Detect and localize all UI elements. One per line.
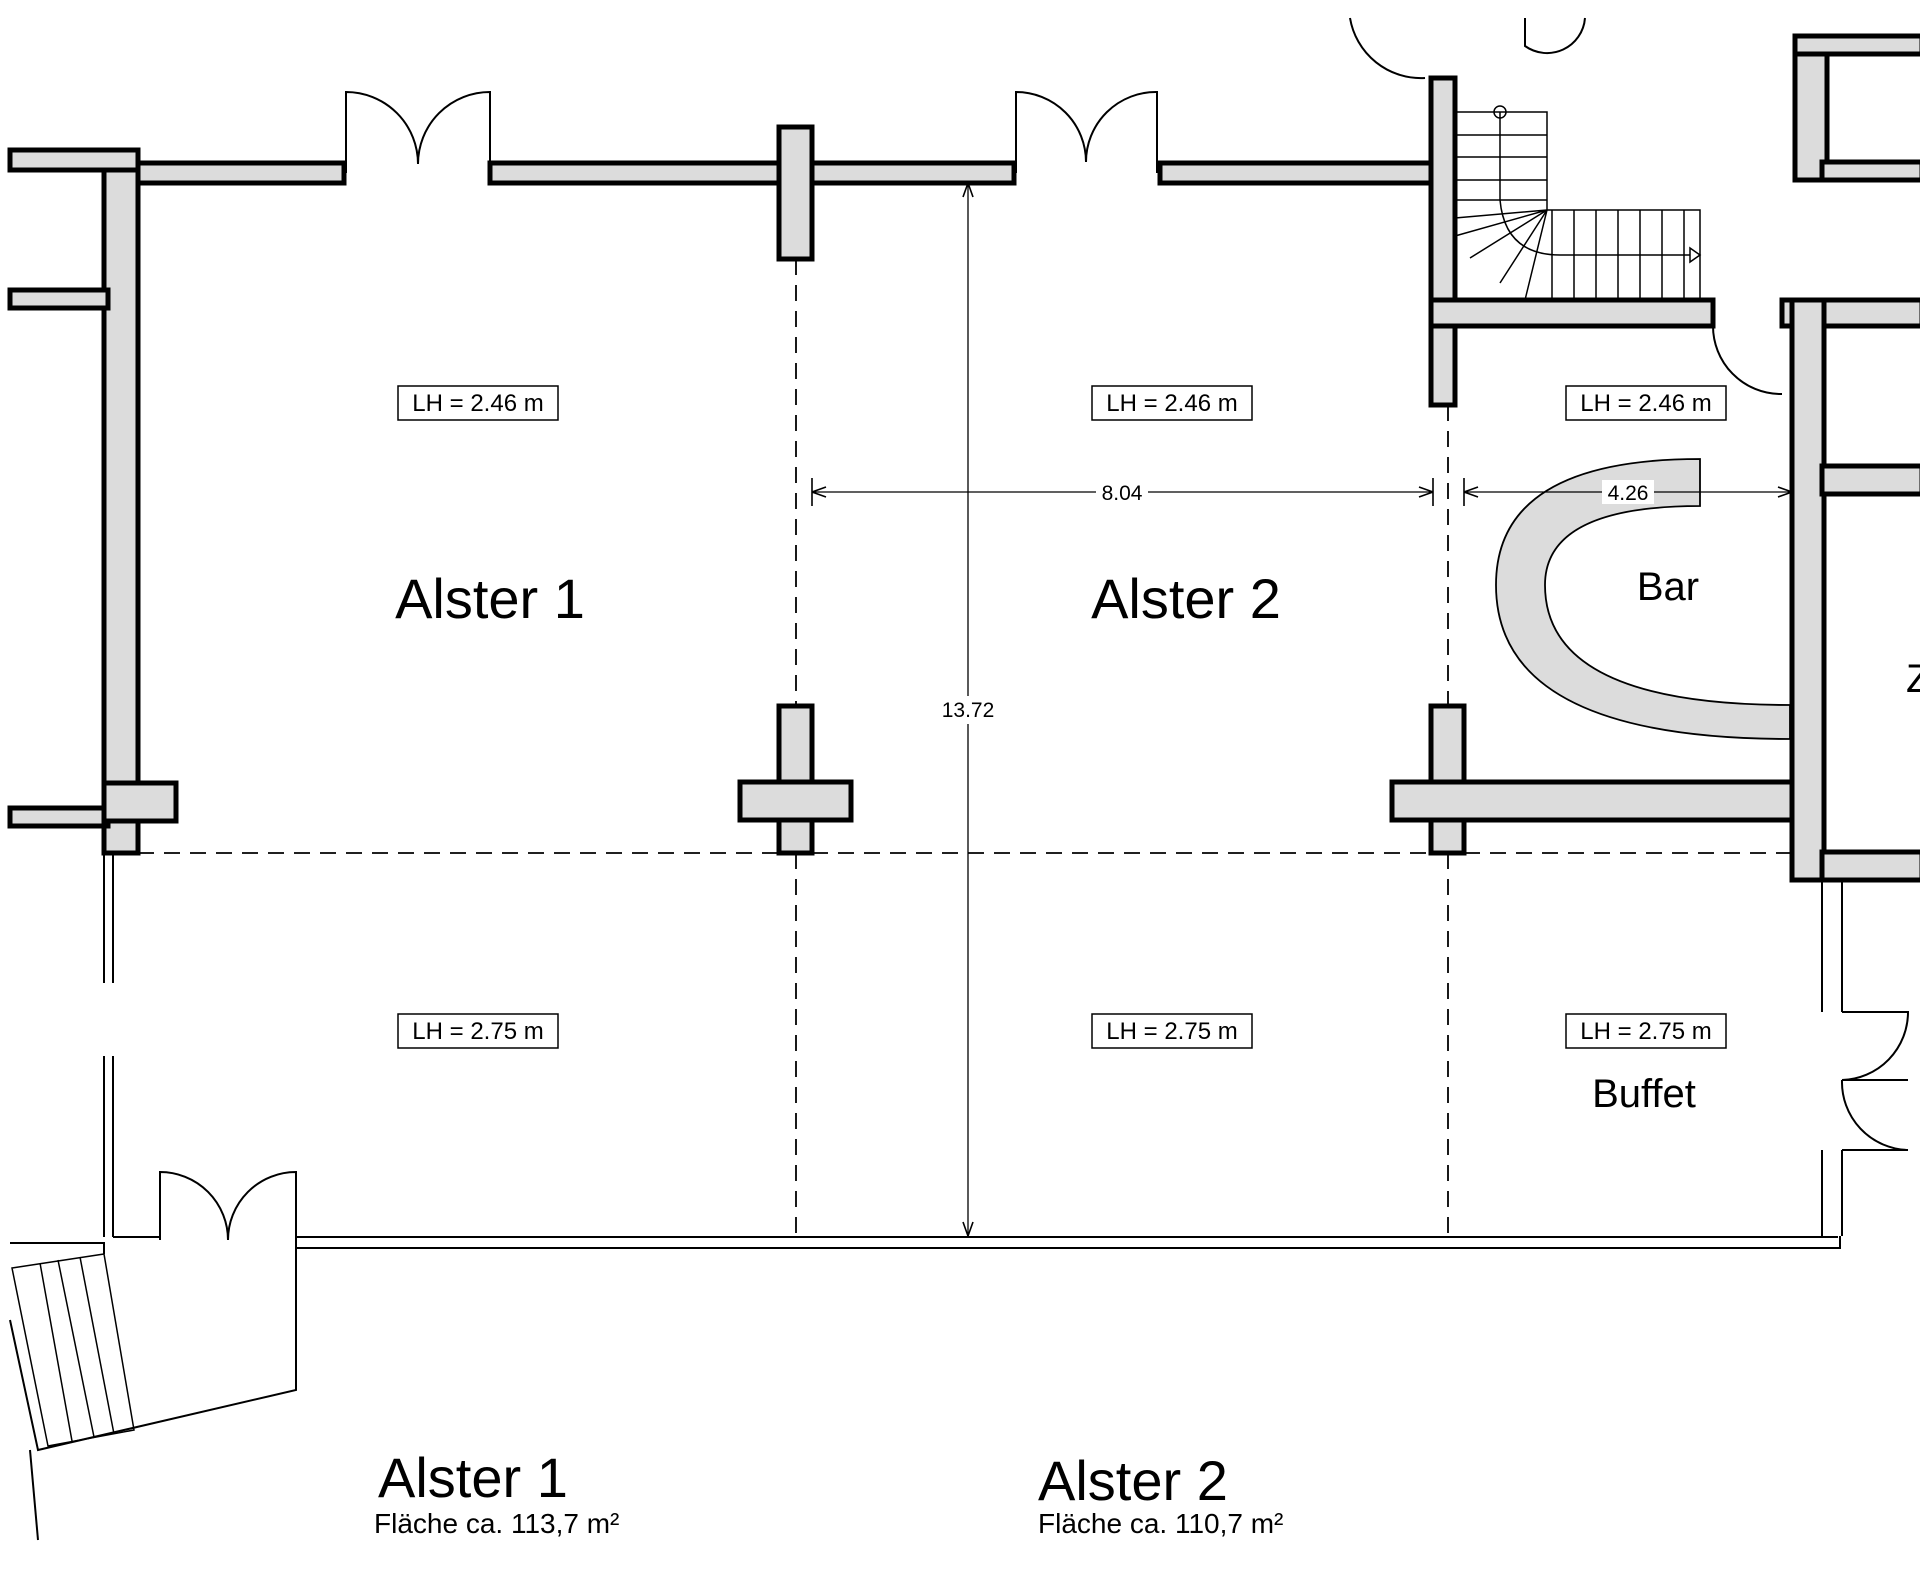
wall-topright-h2 — [1819, 159, 1920, 183]
lh-box-lower-mid — [1091, 1013, 1253, 1049]
room-labels: Alster 1 Alster 2 Bar Buffet Z — [395, 565, 1920, 1116]
wall-topright-v — [1792, 33, 1830, 183]
door-top-arc — [1524, 17, 1586, 55]
staircase — [1454, 105, 1702, 301]
dim-mask-8-04 — [1096, 480, 1148, 504]
wall-left-stub-mid — [7, 287, 111, 311]
wall-stair-bottom — [1428, 297, 1716, 329]
room-label-alster2: Alster 2 — [1091, 567, 1281, 630]
window-left — [103, 853, 114, 1237]
wall-left-stub-top — [7, 147, 141, 173]
wall-stair-left — [1428, 75, 1458, 408]
wall-bottom-line — [113, 1236, 1841, 1249]
dim-mask-13-72 — [936, 696, 1000, 724]
dimensions: 8.04 4.26 13.72 — [811, 182, 1793, 1237]
door-buffet-right — [1840, 1011, 1910, 1151]
wall-right-vertical — [1789, 297, 1827, 883]
legend-name-alster2: Alster 2 — [1038, 1449, 1228, 1512]
lh-upper-left: LH = 2.46 m — [412, 390, 543, 417]
door-top-middle — [1015, 90, 1158, 173]
legend-area-alster1: Fläche ca. 113,7 m² — [374, 1508, 619, 1539]
lh-box-upper-right — [1565, 385, 1727, 421]
stair-arrow — [1689, 246, 1702, 264]
entrance-platform — [9, 1242, 297, 1452]
room-label-buffet: Buffet — [1592, 1072, 1696, 1116]
lh-box-lower-left — [397, 1013, 559, 1049]
bar-counter[interactable] — [1495, 458, 1791, 740]
wall-right-line — [1821, 880, 1843, 1236]
legend-area-alster2: Fläche ca. 110,7 m² — [1038, 1508, 1283, 1539]
lh-box-upper-left — [397, 385, 559, 421]
wall-top-middle — [487, 160, 1017, 186]
lh-upper-mid: LH = 2.46 m — [1106, 390, 1237, 417]
lh-lower-mid: LH = 2.75 m — [1106, 1018, 1237, 1045]
column-top-middle — [776, 124, 815, 262]
ceiling-height-labels: LH = 2.46 m LH = 2.46 m LH = 2.46 m LH =… — [397, 385, 1727, 1049]
door-stair-exit — [1712, 325, 1782, 395]
wall-right-stub-a — [1819, 463, 1920, 497]
door-top-left — [345, 90, 491, 173]
walls — [7, 33, 1920, 883]
room-label-bar: Bar — [1637, 565, 1699, 609]
wall-left-stub-low — [7, 805, 111, 829]
column-cross-right-h — [1389, 779, 1815, 823]
room-label-edge: Z — [1906, 657, 1920, 701]
entrance-edge — [29, 1449, 39, 1541]
dim-label-8-04: 8.04 — [1102, 482, 1143, 505]
dim-ticks-13-72 — [962, 182, 974, 1237]
dim-mask-4-26 — [1602, 480, 1654, 504]
dim-label-13-72: 13.72 — [942, 699, 995, 722]
room-label-alster1: Alster 1 — [395, 567, 585, 630]
stair-treads — [1454, 134, 1685, 301]
dim-ticks-8-04 — [811, 478, 1434, 506]
stair-outline — [1454, 111, 1701, 301]
wall-topright-h1 — [1792, 33, 1920, 57]
lh-lower-right: LH = 2.75 m — [1580, 1018, 1711, 1045]
door-bottom-entrance — [159, 1170, 297, 1241]
door-stair-top — [1349, 17, 1426, 80]
column-cross-middle-h — [737, 779, 854, 823]
entrance-steps — [11, 1253, 135, 1447]
partitions — [138, 259, 1792, 1236]
lh-box-lower-right — [1565, 1013, 1727, 1049]
dim-ticks-4-26 — [1463, 478, 1793, 506]
stair-start-marker — [1493, 105, 1507, 119]
legend-name-alster1: Alster 1 — [378, 1446, 568, 1509]
lh-upper-right: LH = 2.46 m — [1580, 390, 1711, 417]
wall-left-pier — [101, 780, 179, 824]
dim-label-4-26: 4.26 — [1608, 482, 1649, 505]
wall-left — [101, 147, 141, 856]
outer-lines — [9, 853, 1843, 1541]
stair-direction-line — [1499, 112, 1690, 256]
wall-right-stub-b — [1819, 849, 1920, 883]
lh-box-upper-mid — [1091, 385, 1253, 421]
doors — [159, 17, 1910, 1241]
lh-lower-left: LH = 2.75 m — [412, 1018, 543, 1045]
wall-top-right — [1157, 160, 1443, 186]
legend: Alster 1 Fläche ca. 113,7 m² Alster 2 Fl… — [374, 1446, 1283, 1539]
